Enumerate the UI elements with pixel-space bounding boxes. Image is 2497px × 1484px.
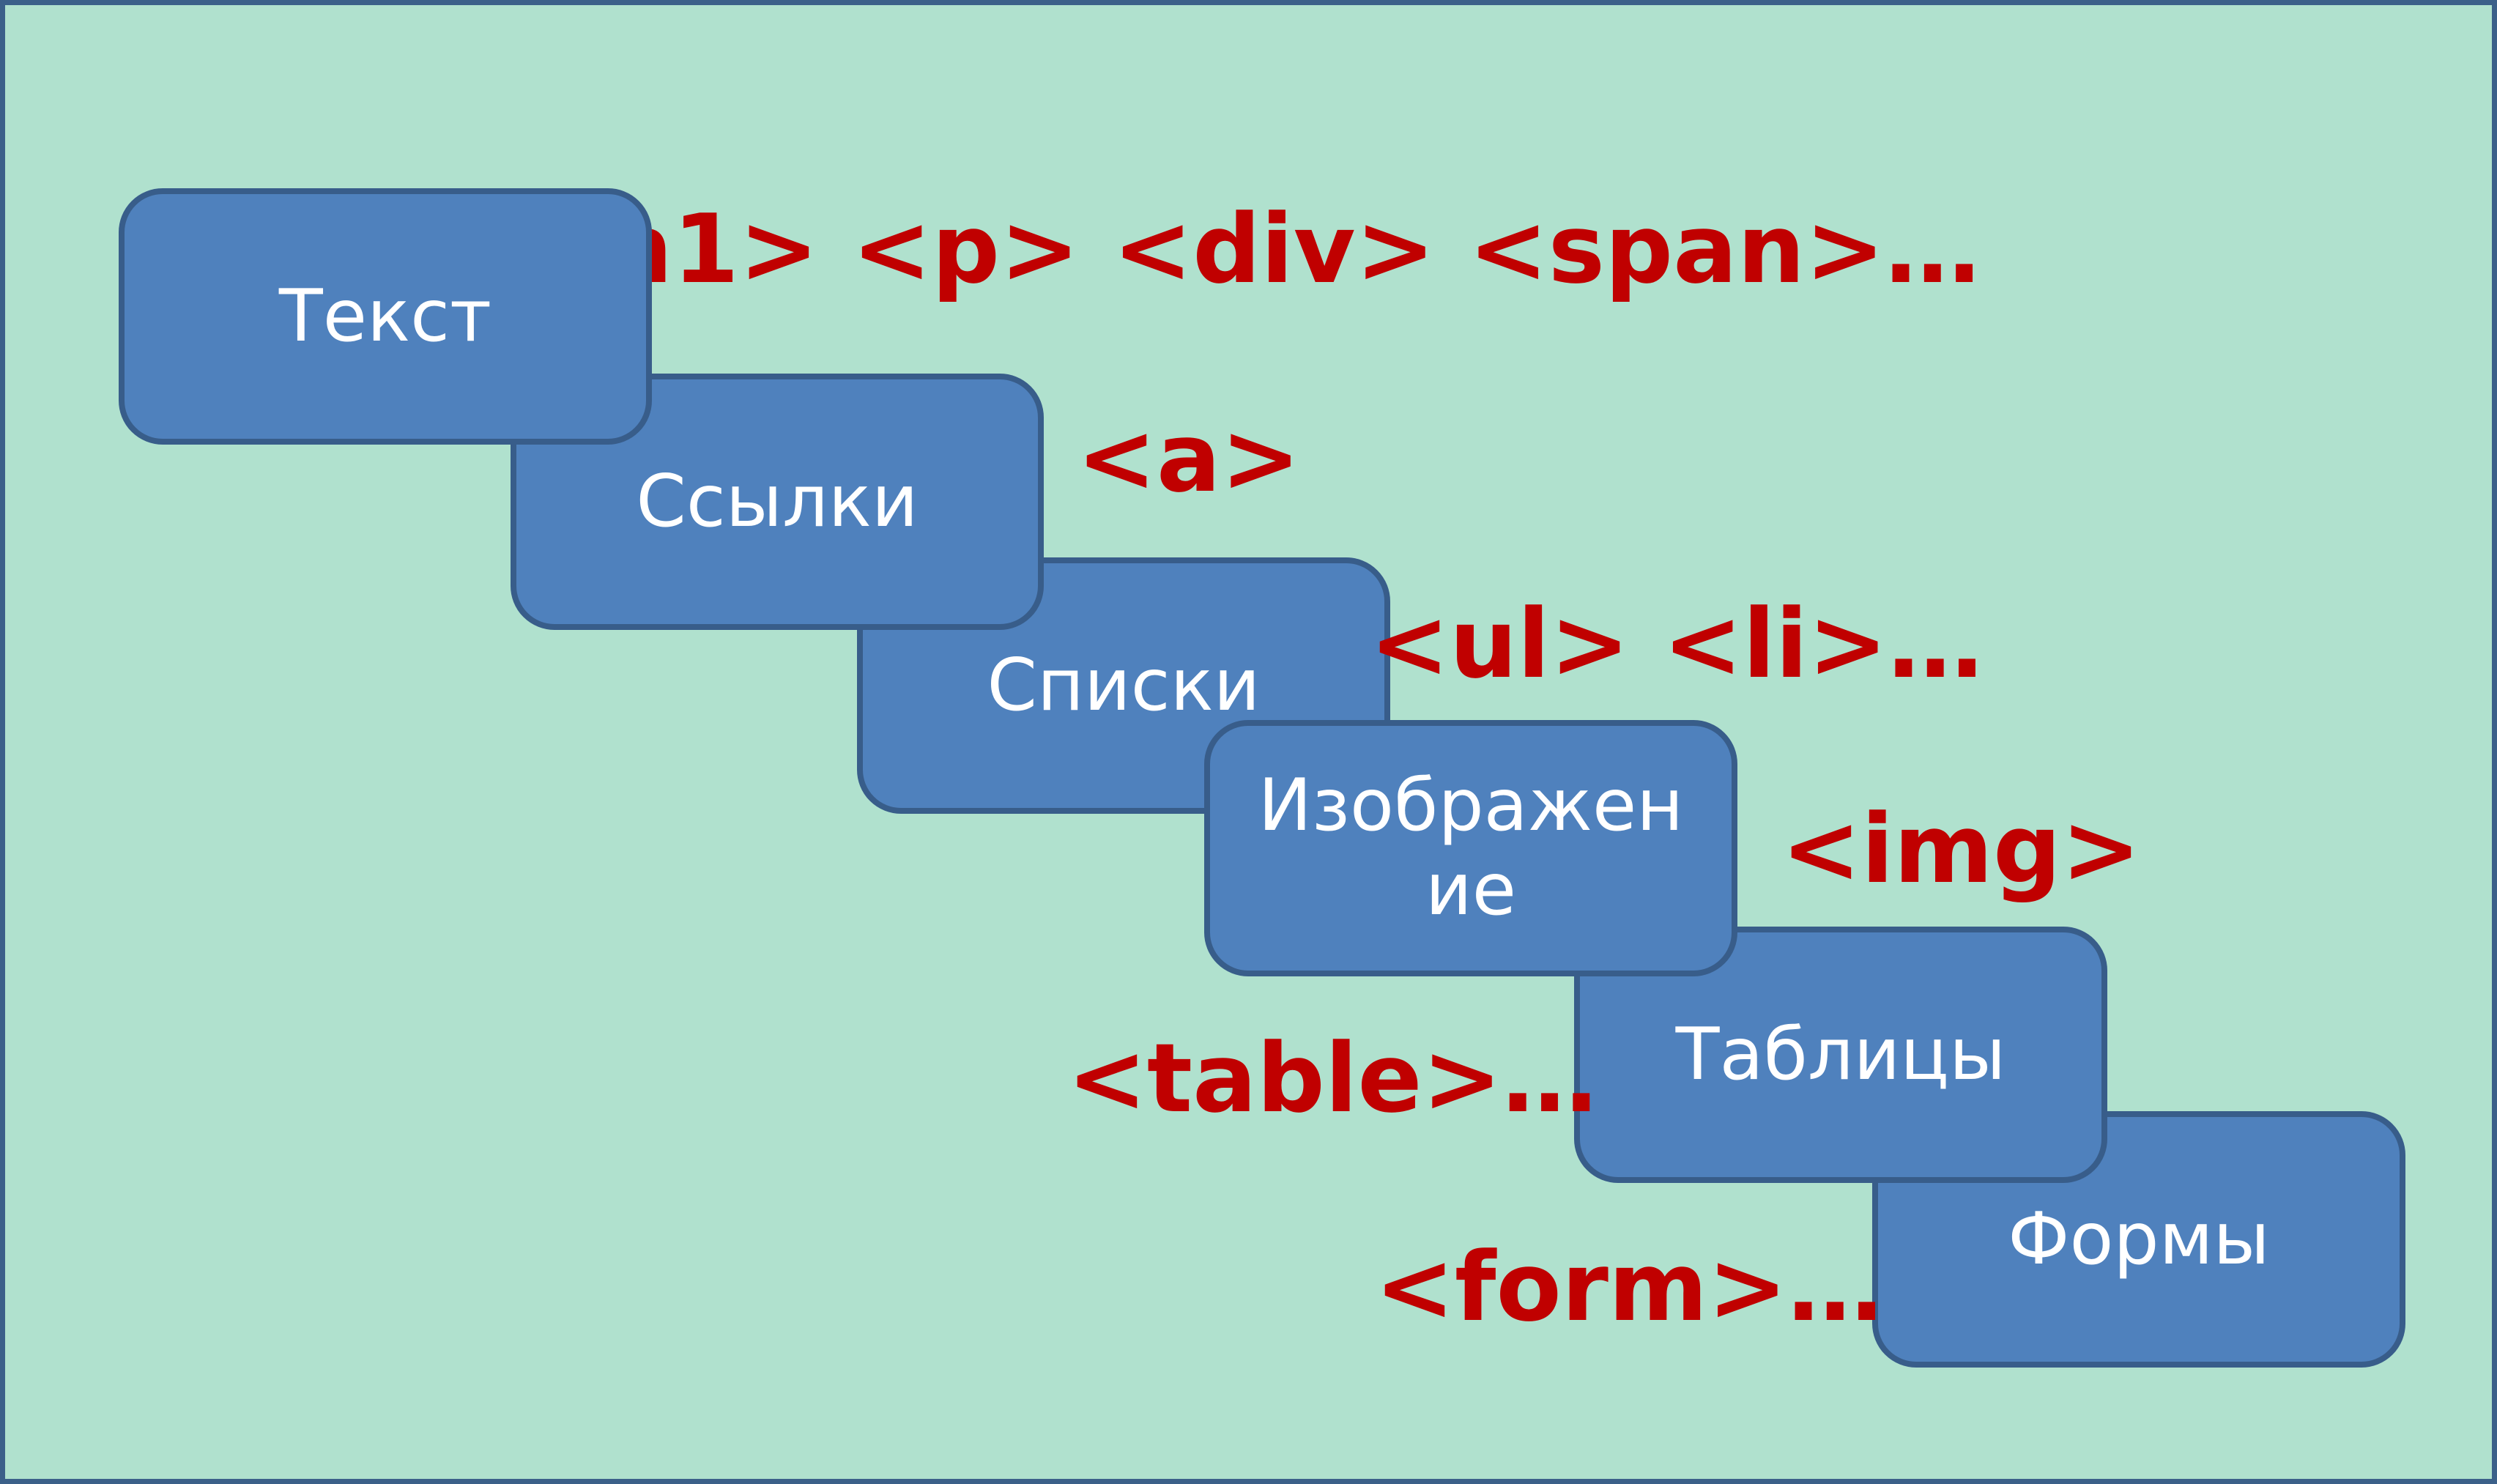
tags-images: <img> [1781, 793, 2141, 905]
box-images: Изображен ие [1204, 720, 1737, 976]
box-text-label: Текст [278, 274, 492, 358]
box-links: Ссылки [511, 374, 1044, 630]
tags-text: <h1> <p> <div> <span>… [525, 193, 1981, 305]
box-images-label: Изображен ие [1258, 764, 1684, 932]
box-links-label: Ссылки [636, 459, 919, 543]
tags-links: <a> [1077, 402, 1301, 513]
box-lists-label: Списки [987, 643, 1261, 727]
tags-tables: <table>… [1067, 1023, 1598, 1134]
box-tables-label: Таблицы [1675, 1012, 2006, 1097]
box-forms: Формы [1872, 1111, 2405, 1368]
tags-forms: <form>… [1375, 1231, 1883, 1343]
tags-lists: <ul> <li>… [1370, 588, 1984, 700]
box-text: Текст [119, 188, 652, 445]
box-forms-label: Формы [2008, 1197, 2270, 1281]
